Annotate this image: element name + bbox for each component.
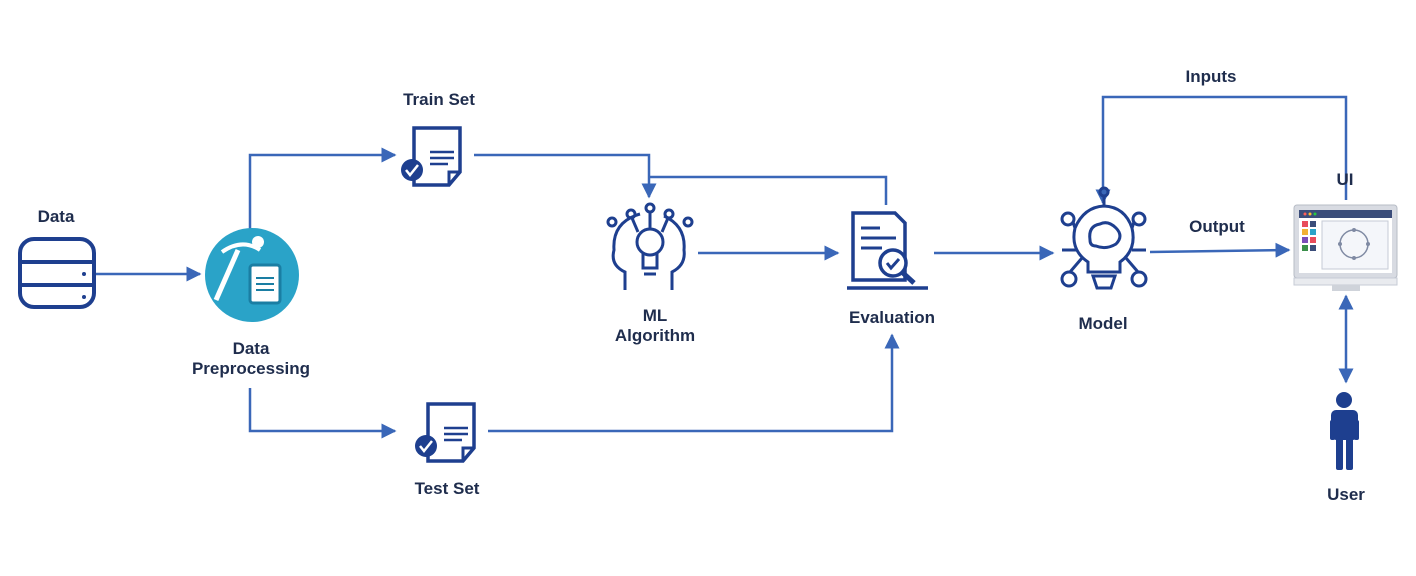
label-ml-line1: ML [642,306,668,325]
arrow-train-to-ml [474,153,657,199]
arrow-model-to-ui-output [1149,242,1291,258]
label-preprocessing-line2: Preprocessing [191,359,311,378]
label-ml-line2: Algorithm [614,326,696,345]
label-data: Data [37,207,75,226]
label-preprocessing-line1: Data [232,339,270,358]
model-brain-bulb-icon [1060,186,1148,290]
arrow-test-to-evaluation [488,333,900,433]
ml-algorithm-icon [606,202,694,290]
label-output: Output [1189,217,1245,236]
label-train-set: Train Set [403,90,475,109]
test-document-icon [415,402,476,463]
label-evaluation: Evaluation [849,308,935,327]
label-model: Model [1078,314,1128,333]
arrow-preprocessing-to-train [248,147,397,230]
label-inputs: Inputs [1185,67,1237,86]
label-user: User [1327,485,1365,504]
label-test-set: Test Set [414,479,480,498]
label-ui: UI [1336,170,1354,189]
train-document-icon [401,126,462,187]
evaluation-report-icon [847,211,928,290]
user-icon [1330,392,1359,470]
line-evaluation-feedback [649,175,888,205]
data-mining-icon [205,228,299,322]
ui-monitor-icon [1293,204,1398,291]
arrow-preprocessing-to-test [248,388,397,439]
arrow-ui-inputs-to-model [1095,95,1348,205]
database-icon [18,237,96,309]
